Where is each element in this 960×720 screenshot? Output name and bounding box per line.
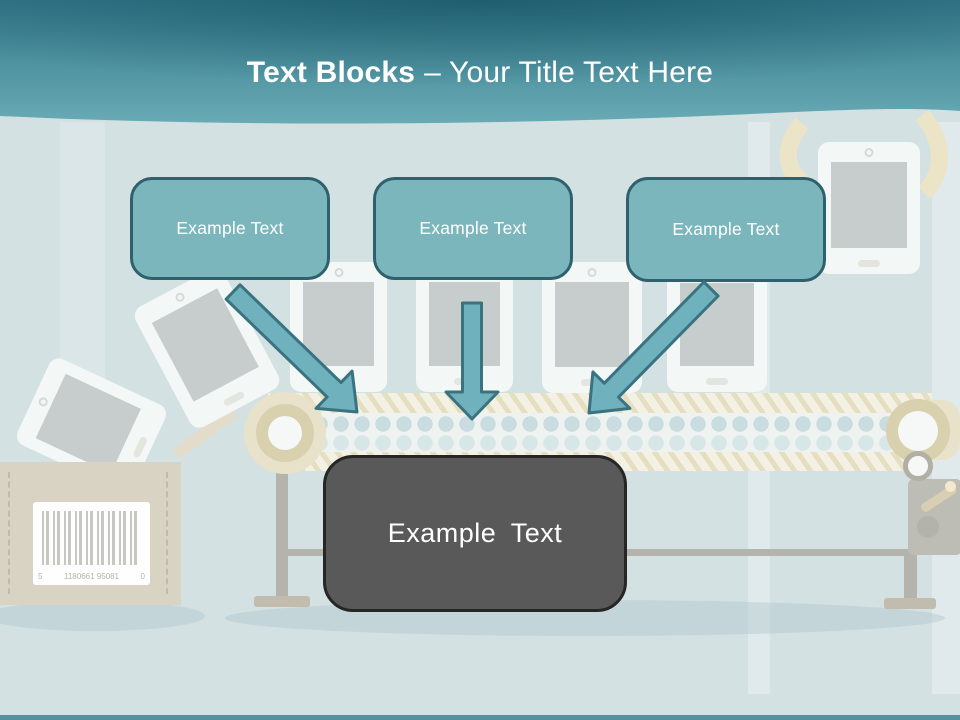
tablet-screen <box>151 288 259 402</box>
result-block[interactable]: Example Text <box>323 455 627 612</box>
tablet-camera-dot <box>587 268 597 277</box>
belt-wheel-hub <box>898 411 938 451</box>
tablet-home-button <box>222 390 246 408</box>
text-block-1[interactable]: Example Text <box>130 177 330 280</box>
text-block-label: Example Text <box>176 218 284 238</box>
tablet-camera-dot <box>173 291 187 304</box>
text-block-3[interactable]: Example Text <box>626 177 826 282</box>
belt-rollers <box>268 434 932 452</box>
slide-title[interactable]: Text Blocks– Your Title Text Here <box>0 54 960 92</box>
barcode-digit: 5 <box>38 572 43 581</box>
tablet-screen <box>831 161 907 248</box>
tablet-camera-dot <box>334 268 343 277</box>
belt-gear-small <box>903 451 933 481</box>
header-band <box>0 0 960 124</box>
barcode-digits: 5 1180661 95081 0 <box>38 572 145 581</box>
stand-pole-left <box>276 452 288 600</box>
tablet-screen <box>555 281 629 367</box>
bottom-accent-bar <box>0 715 960 720</box>
conveyor-belt <box>268 393 932 471</box>
barcode-bars <box>42 511 141 565</box>
floor-shadow <box>0 601 205 631</box>
belt-wheel-right <box>886 399 950 463</box>
tablet-screen <box>302 281 375 366</box>
tablet-camera-dot <box>37 396 49 409</box>
tablet-home-button <box>132 436 148 460</box>
box-dashed-seam <box>8 472 10 594</box>
stand-foot-right <box>884 598 936 609</box>
title-rest-text: – Your Title Text Here <box>424 56 714 89</box>
tablet-illustration-held <box>818 142 920 274</box>
text-block-2[interactable]: Example Text <box>373 177 573 280</box>
tablet-illustration <box>667 264 767 392</box>
tablet-illustration <box>416 262 513 392</box>
belt-rollers <box>268 415 932 433</box>
tablet-home-button <box>453 378 476 385</box>
belt-wheel-hub <box>268 416 302 450</box>
tablet-screen <box>680 283 754 367</box>
belt-wheel-left <box>244 392 326 474</box>
tablet-screen <box>428 281 501 366</box>
barcode-digit: 1180661 95081 <box>63 572 120 581</box>
barcode-digit: 0 <box>140 572 145 581</box>
belt-top-band <box>268 393 932 413</box>
tablet-home-button <box>327 378 350 385</box>
belt-roller-band <box>268 413 932 452</box>
tablet-illustration <box>290 262 387 392</box>
stand-foot-left <box>254 596 310 607</box>
tablet-camera-dot <box>864 148 874 157</box>
text-block-label: Example Text <box>419 218 527 238</box>
stand-pole-right <box>904 551 917 603</box>
title-bold-text: Text Blocks <box>246 56 416 89</box>
text-block-label: Example Text <box>672 219 780 239</box>
machine-knob <box>945 481 956 492</box>
cardboard-box: 5 1180661 95081 0 <box>0 462 181 605</box>
tablet-home-button <box>706 378 728 385</box>
tablet-illustration <box>542 262 642 393</box>
barcode-label: 5 1180661 95081 0 <box>33 502 150 585</box>
box-dashed-seam <box>166 472 168 594</box>
machine-lever-joint <box>917 516 939 538</box>
result-block-label: Example Text <box>387 518 563 548</box>
tablet-screen <box>36 374 142 474</box>
tablet-home-button <box>858 260 880 267</box>
tablet-home-button <box>581 379 603 386</box>
